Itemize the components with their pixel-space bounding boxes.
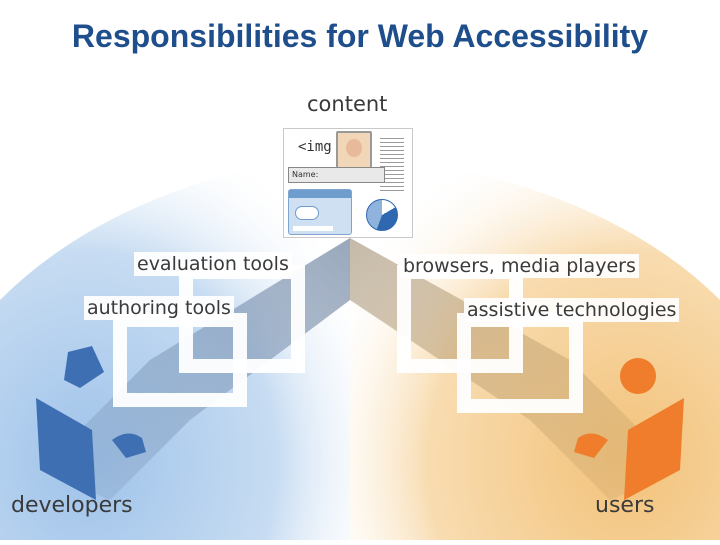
label-developers: developers — [8, 494, 136, 518]
label-authoring-tools: authoring tools — [84, 296, 234, 320]
label-browsers-media-players: browsers, media players — [400, 254, 639, 278]
user-head — [620, 358, 656, 394]
pie-chart-icon — [366, 199, 398, 231]
weather-widget — [288, 189, 352, 235]
label-assistive-technologies: assistive technologies — [464, 298, 679, 322]
name-field: Name: — [288, 167, 385, 183]
cloud-icon — [295, 206, 319, 220]
label-content: content — [304, 92, 390, 116]
label-evaluation-tools: evaluation tools — [134, 252, 292, 276]
content-panel: <img Name: — [283, 128, 413, 238]
baby-photo — [336, 131, 372, 169]
label-users: users — [592, 494, 657, 518]
img-tag-text: <img — [298, 139, 332, 155]
